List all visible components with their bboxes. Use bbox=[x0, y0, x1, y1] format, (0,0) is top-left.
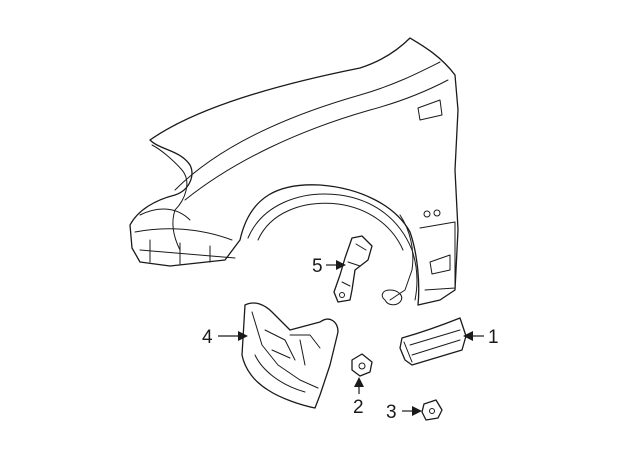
arrow-head bbox=[412, 406, 422, 416]
callout-number: 4 bbox=[202, 327, 213, 348]
callout-5: 5 bbox=[312, 256, 346, 277]
callout-number: 3 bbox=[386, 402, 397, 423]
part-4-mud-guard bbox=[241, 302, 339, 409]
part-5-bracket bbox=[333, 235, 373, 303]
callout-4: 4 bbox=[202, 327, 248, 348]
fender-panel bbox=[129, 37, 459, 306]
callout-number: 5 bbox=[312, 256, 323, 277]
arrow-head bbox=[336, 260, 346, 270]
arrow-head bbox=[238, 331, 248, 341]
arrow-head bbox=[463, 331, 473, 341]
callout-1: 1 bbox=[463, 327, 499, 348]
part-1-molding bbox=[399, 317, 467, 366]
part-2-clip bbox=[351, 353, 373, 377]
callout-number: 2 bbox=[353, 397, 364, 418]
callout-2: 2 bbox=[353, 377, 364, 418]
callout-number: 1 bbox=[488, 327, 499, 348]
part-3-nut bbox=[421, 399, 443, 421]
callout-3: 3 bbox=[386, 402, 422, 423]
arrow-head bbox=[354, 377, 364, 387]
